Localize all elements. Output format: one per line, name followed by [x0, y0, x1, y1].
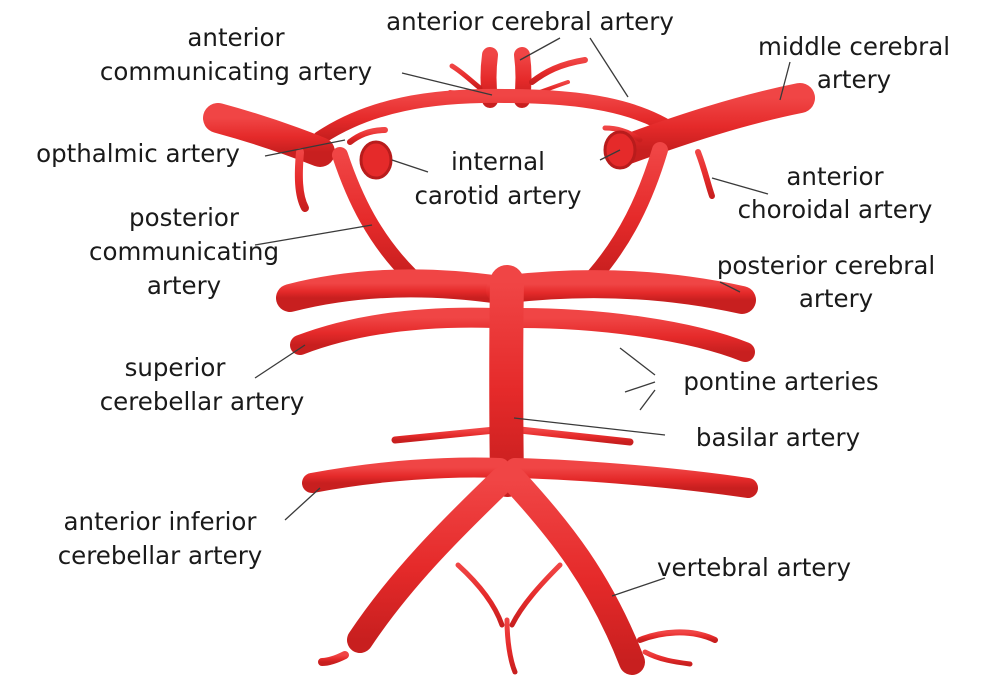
- basilar-artery: [506, 282, 507, 480]
- label-anterior-cerebral: anterior cerebral artery: [386, 7, 674, 36]
- label-posterior-communicating-line3: artery: [147, 271, 221, 300]
- label-basilar: basilar artery: [696, 423, 860, 452]
- leader-anterior-choroidal: [712, 178, 768, 194]
- anterior-choroidal-branch: [698, 152, 712, 196]
- leader-pontine-3: [640, 390, 655, 410]
- label-pontine: pontine arteries: [683, 367, 878, 396]
- label-vertebral: vertebral artery: [657, 553, 851, 582]
- pontine-artery-right-5: [520, 430, 630, 442]
- label-superior-cerebellar-line1: superior: [125, 353, 227, 382]
- left-upper-branch: [350, 130, 385, 142]
- superior-cerebellar-artery-left: [300, 318, 495, 345]
- label-anterior-choroidal-line1: anterior: [786, 162, 884, 191]
- posterior-communicating-artery-right: [595, 150, 660, 275]
- leader-aica: [285, 488, 320, 520]
- posterior-cerebral-artery-right: [500, 284, 742, 300]
- vertebral-branch-right-end-2: [645, 652, 690, 664]
- posterior-cerebral-artery-left: [290, 283, 500, 298]
- leader-anterior-cerebral-2: [590, 38, 628, 97]
- label-anterior-communicating-line2: communicating artery: [100, 57, 372, 86]
- anterior-spinal-artery: [507, 620, 515, 672]
- label-posterior-communicating-line2: communicating: [89, 237, 279, 266]
- label-internal-carotid-line1: internal: [451, 147, 545, 176]
- label-posterior-cerebral-line1: posterior cerebral: [717, 251, 935, 280]
- pontine-artery-left-5: [395, 430, 495, 440]
- label-aica-line2: cerebellar artery: [58, 541, 263, 570]
- acer-branch-left-1: [452, 66, 480, 88]
- label-aica-line1: anterior inferior: [64, 507, 258, 536]
- vertebral-branch-right-end-1: [640, 632, 715, 640]
- label-superior-cerebellar-line2: cerebellar artery: [100, 387, 305, 416]
- label-anterior-communicating-line1: anterior: [187, 23, 285, 52]
- label-posterior-communicating-line1: posterior: [129, 203, 240, 232]
- vertebral-artery-left: [360, 480, 502, 640]
- vertebral-artery-right: [514, 480, 632, 662]
- label-middle-cerebral-line2: artery: [817, 65, 891, 94]
- spinal-branch-right: [512, 565, 560, 625]
- label-anterior-choroidal-line2: choroidal artery: [738, 195, 933, 224]
- aica-left: [312, 468, 500, 483]
- acer-branch-right-1: [532, 60, 585, 82]
- spinal-branch-left: [458, 565, 502, 625]
- label-posterior-cerebral-line2: artery: [799, 284, 873, 313]
- label-internal-carotid-line2: carotid artery: [414, 181, 581, 210]
- vertebral-branch-left-end: [322, 655, 345, 662]
- aica-right: [515, 468, 748, 488]
- leader-superior-cerebellar: [255, 345, 305, 378]
- leader-internal-carotid-1: [392, 160, 428, 172]
- internal-carotid-cut-left: [361, 142, 391, 178]
- label-middle-cerebral-line1: middle cerebral: [758, 32, 950, 61]
- label-ophthalmic: opthalmic artery: [36, 139, 240, 168]
